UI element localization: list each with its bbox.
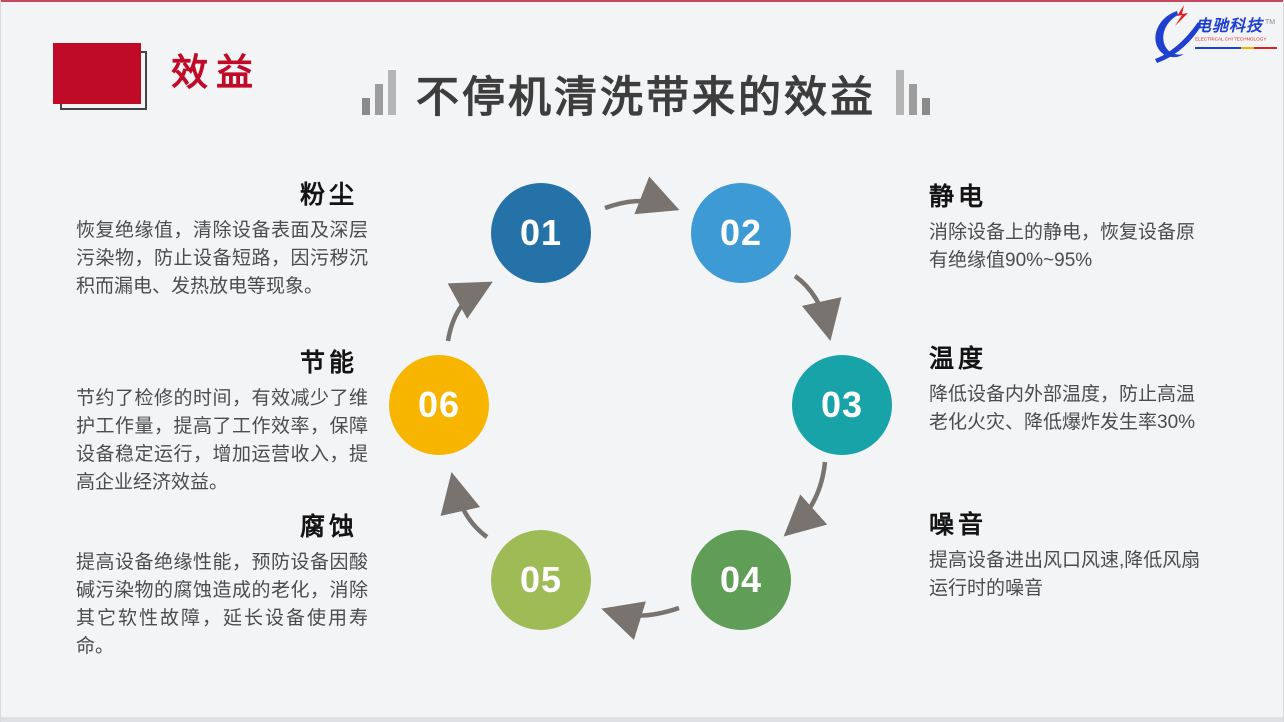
benefit-desc: 消除设备上的静电，恢复设备原有绝缘值90%~95% — [929, 222, 1196, 271]
benefit-block-temperature: 温度 降低设备内外部温度，防止高温老化火灾、降低爆炸发生率30% — [929, 347, 1211, 437]
benefit-block-static: 静电 消除设备上的静电，恢复设备原有绝缘值90%~95% — [929, 185, 1211, 275]
bar-tall — [896, 70, 904, 115]
step-number: 04 — [719, 559, 763, 600]
bar-tall — [388, 70, 396, 115]
step-number: 03 — [820, 384, 864, 425]
benefit-title: 腐蚀 — [299, 513, 358, 541]
eyebrow-title: 效益 — [171, 52, 261, 93]
cycle-circle-02: 02 — [691, 183, 791, 283]
page-title: 不停机清洗带来的效益 — [416, 73, 876, 122]
benefit-title: 噪音 — [929, 511, 988, 539]
benefit-desc: 提高设备绝缘性能，预防设备因酸碱污染物的腐蚀造成的老化，消除其它软性故障，延长设… — [76, 552, 368, 657]
bar-medium — [909, 84, 917, 115]
bar-medium — [375, 84, 383, 115]
cycle-circle-03: 03 — [792, 355, 892, 455]
stripe-red — [1254, 46, 1277, 49]
title-row: 不停机清洗带来的效益 — [331, 70, 961, 122]
cycle-circle-05: 05 — [491, 530, 591, 630]
benefit-block-noise: 噪音 提高设备进出风口风速,降低风扇运行时的噪音 — [929, 513, 1211, 603]
bar-short — [362, 98, 370, 115]
top-accent-line — [1, 0, 1283, 2]
arrow-06-to-01 — [445, 281, 493, 342]
company-logo: 电驰科技 TM ELECTRICAL CHI TECHNOLOGY — [1147, 5, 1279, 67]
benefit-title: 节能 — [299, 349, 358, 377]
benefit-title: 温度 — [929, 345, 988, 373]
title-accent-bars-right-icon — [896, 70, 930, 115]
arrow-05-to-06 — [440, 472, 489, 539]
stripe-yellow — [1241, 46, 1254, 49]
benefit-desc: 节约了检修的时间，有效减少了维护工作量，提高了工作效率，保障设备稳定运行，增加运… — [76, 388, 368, 493]
arrow-01-to-02 — [604, 176, 680, 215]
benefit-block-corrosion: 腐蚀 提高设备绝缘性能，预防设备因酸碱污染物的腐蚀造成的老化，消除其它软性故障，… — [76, 515, 368, 661]
cycle-circle-04: 04 — [691, 530, 791, 630]
arrow-02-to-03 — [793, 274, 842, 341]
step-number: 02 — [719, 212, 763, 253]
step-number: 05 — [519, 559, 563, 600]
step-number: 01 — [519, 212, 563, 253]
benefit-desc: 提高设备进出风口风速,降低风扇运行时的噪音 — [929, 550, 1201, 599]
benefit-block-energy-saving: 节能 节约了检修的时间，有效减少了维护工作量，提高了工作效率，保障设备稳定运行，… — [76, 351, 368, 497]
logo-swoosh-icon — [1155, 5, 1201, 63]
logo-brand-name: 电驰科技 — [1195, 18, 1264, 35]
eyebrow-red-box — [53, 43, 141, 104]
benefit-desc: 恢复绝缘值，清除设备表面及深层污染物，防止设备短路，因污秽沉积而漏电、发热放电等… — [76, 220, 368, 297]
title-accent-bars-left-icon — [362, 70, 396, 115]
trademark-symbol: TM — [1265, 19, 1276, 26]
stripe-blue — [1195, 46, 1241, 49]
arrow-04-to-05 — [601, 601, 680, 641]
logo-tagline: ELECTRICAL CHI TECHNOLOGY — [1195, 36, 1267, 42]
logo-stripe — [1195, 46, 1277, 49]
lightning-icon — [1175, 5, 1188, 26]
bar-short — [922, 98, 930, 115]
benefit-block-dust: 粉尘 恢复绝缘值，清除设备表面及深层污染物，防止设备短路，因污秽沉积而漏电、发热… — [76, 183, 368, 301]
benefit-title: 粉尘 — [299, 181, 358, 209]
arrow-03-to-04 — [783, 461, 828, 537]
cycle-circle-01: 01 — [491, 183, 591, 283]
step-number: 06 — [417, 384, 461, 425]
bottom-edge-strip — [1, 717, 1283, 722]
cycle-circle-06: 06 — [389, 355, 489, 455]
benefit-title: 静电 — [929, 183, 988, 211]
benefit-desc: 降低设备内外部温度，防止高温老化火灾、降低爆炸发生率30% — [929, 384, 1196, 433]
